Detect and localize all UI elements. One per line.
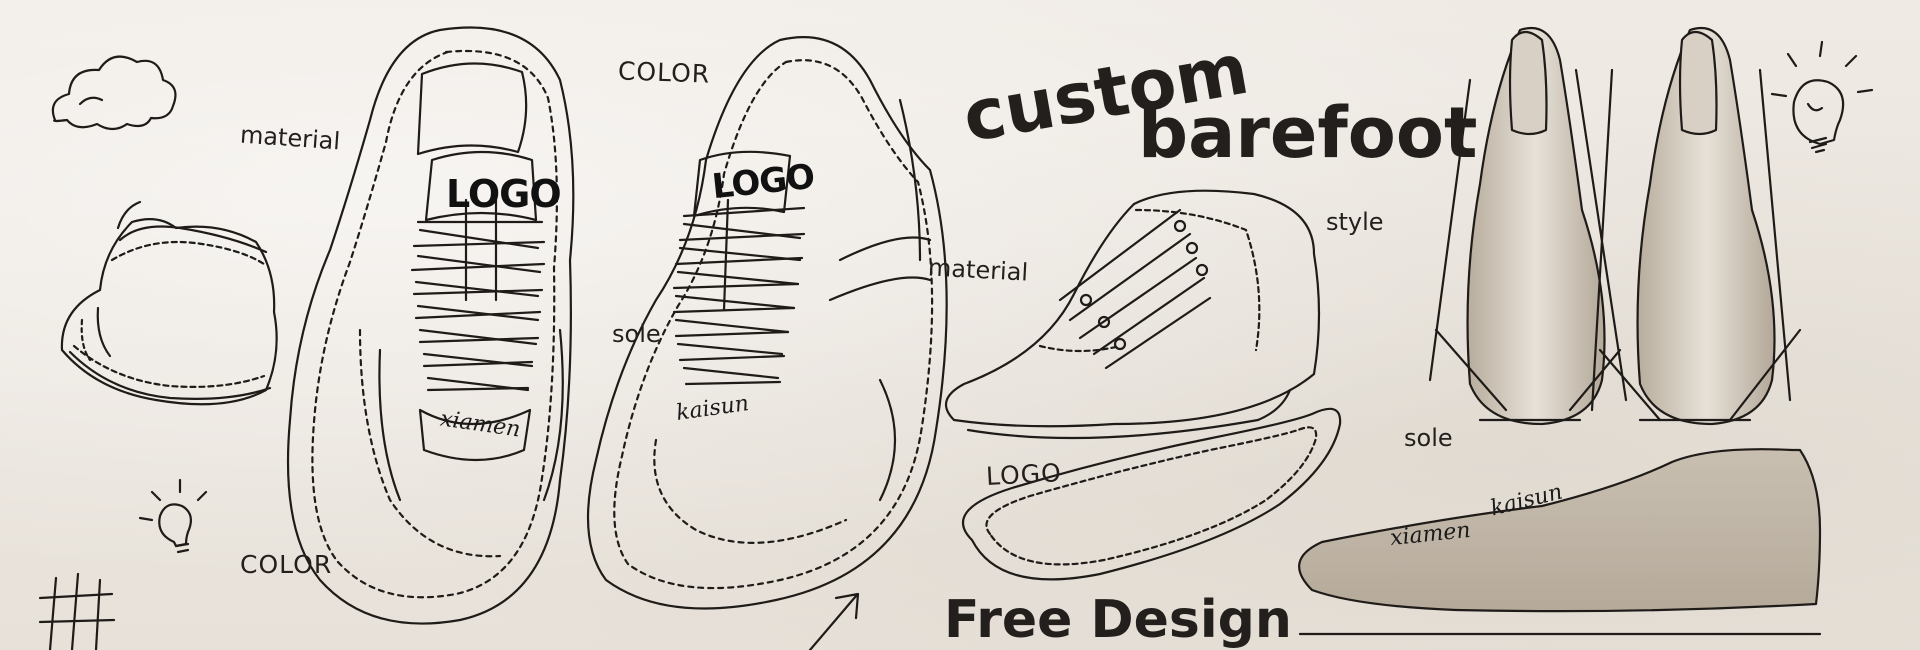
shoe-logo-left: LOGO [446,172,562,216]
hash-icon [38,572,116,650]
label-style: style [1326,208,1384,236]
headline-barefoot: barefoot [1138,92,1478,174]
shoe-lasts-top [1428,26,1802,426]
arrow-icon [808,592,860,650]
lightbulb-icon [138,478,208,554]
label-sole-right: sole [1404,424,1453,452]
shoe-back-view [60,200,278,406]
label-sole-middle: sole [612,320,661,348]
footer-free-design: Free Design [944,590,1292,650]
label-color-top: COLOR [617,56,711,89]
shoe-high-top [944,189,1321,440]
shoe-insole [961,407,1342,581]
label-logo-insole: LOGO [985,458,1063,491]
shoe-top-view-left [286,26,575,625]
cloud-icon [51,55,177,131]
shoe-last-side [1298,448,1822,636]
label-color-bottom: COLOR [240,550,333,579]
label-material-right: material [927,253,1029,287]
shoe-angled-view [586,36,948,610]
lightbulb-icon [1770,40,1874,154]
